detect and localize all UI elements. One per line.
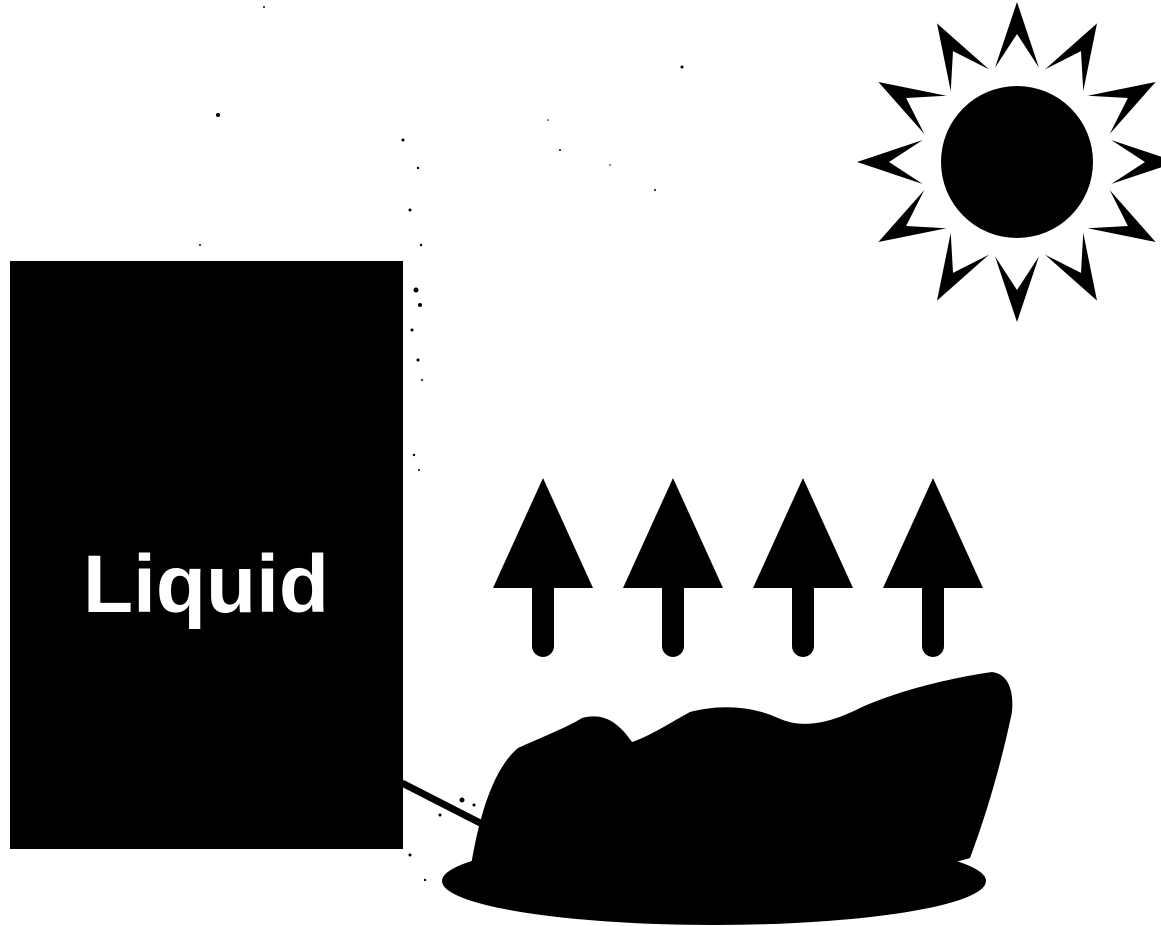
evaporation-arrows [493,478,983,646]
liquid-label: Liquid [83,539,329,630]
up-arrow-icon [623,478,723,646]
rock-icon [442,672,1012,925]
rock [470,672,1012,880]
up-arrow-icon [883,478,983,646]
up-arrow-icon [493,478,593,646]
sun-icon [857,2,1161,322]
up-arrow-icon [753,478,853,646]
pipe [402,783,490,828]
